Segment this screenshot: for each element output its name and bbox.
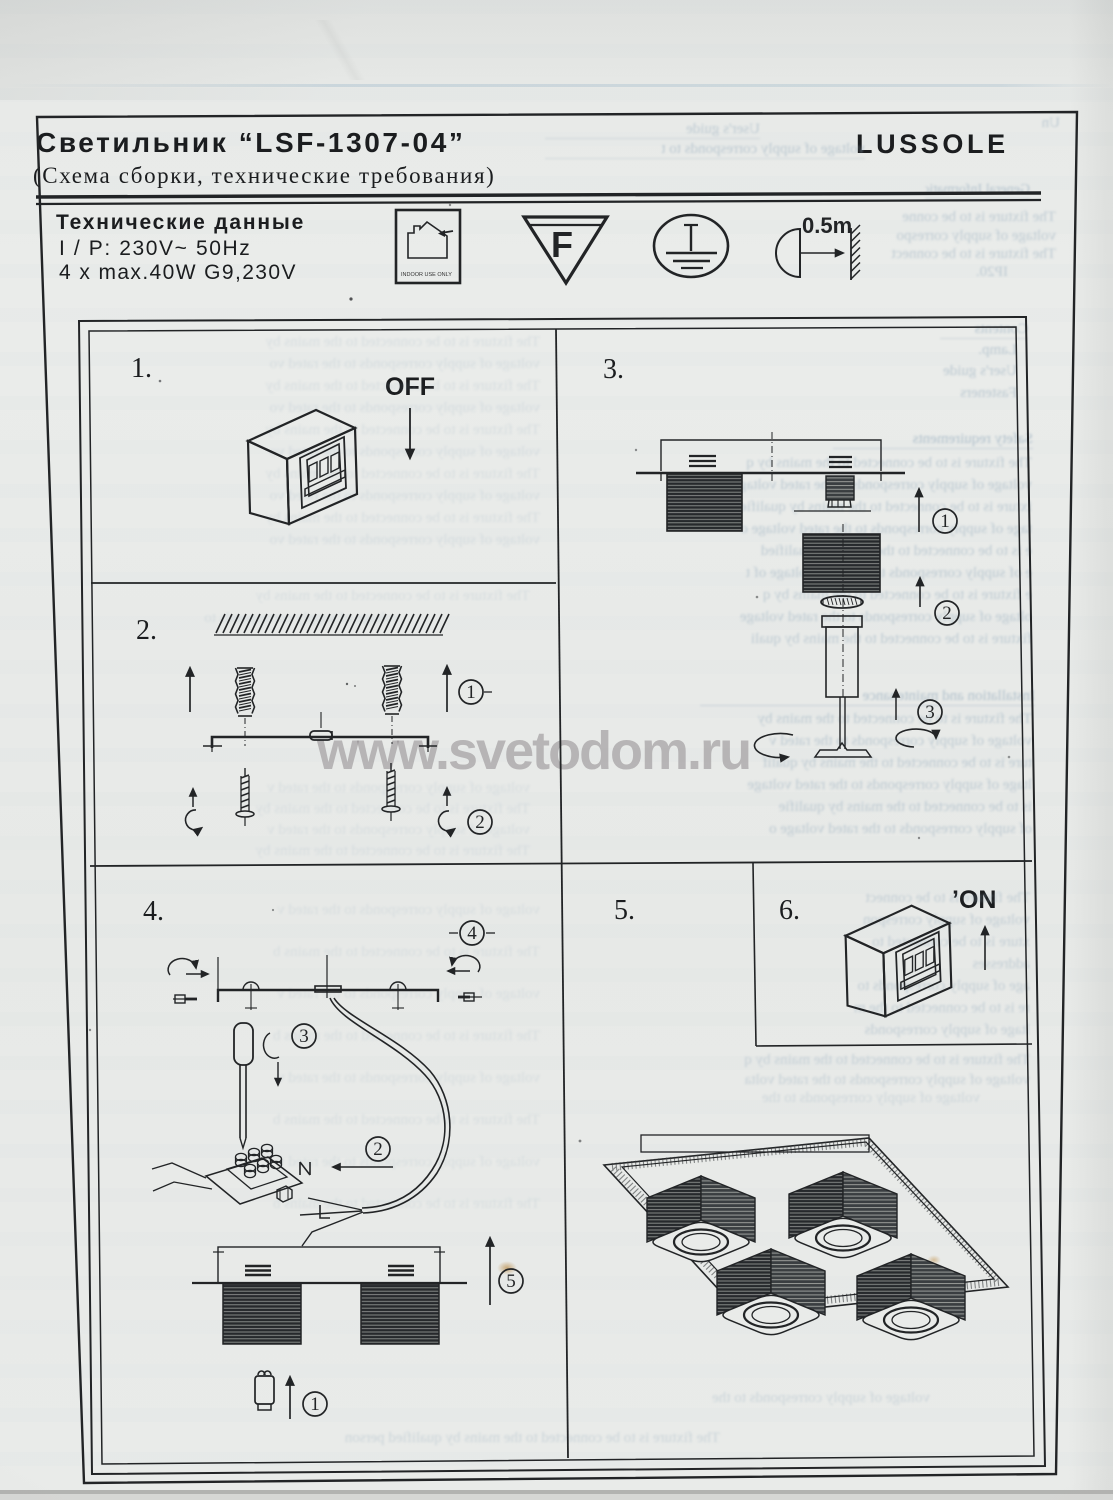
svg-text:3: 3	[925, 702, 935, 723]
svg-text:4: 4	[467, 923, 477, 944]
svg-text:5: 5	[506, 1271, 516, 1292]
svg-text:INDOOR USE ONLY: INDOOR USE ONLY	[401, 272, 452, 278]
svg-text:3: 3	[299, 1026, 309, 1047]
svg-text:2: 2	[373, 1139, 383, 1160]
svg-text:1: 1	[940, 511, 950, 532]
svg-text:1: 1	[466, 682, 476, 703]
svg-text:2: 2	[475, 812, 485, 833]
svg-text:F: F	[551, 224, 573, 265]
svg-text:1: 1	[310, 1394, 320, 1415]
svg-text:0.5m: 0.5m	[802, 213, 852, 238]
svg-text:2: 2	[942, 603, 952, 624]
